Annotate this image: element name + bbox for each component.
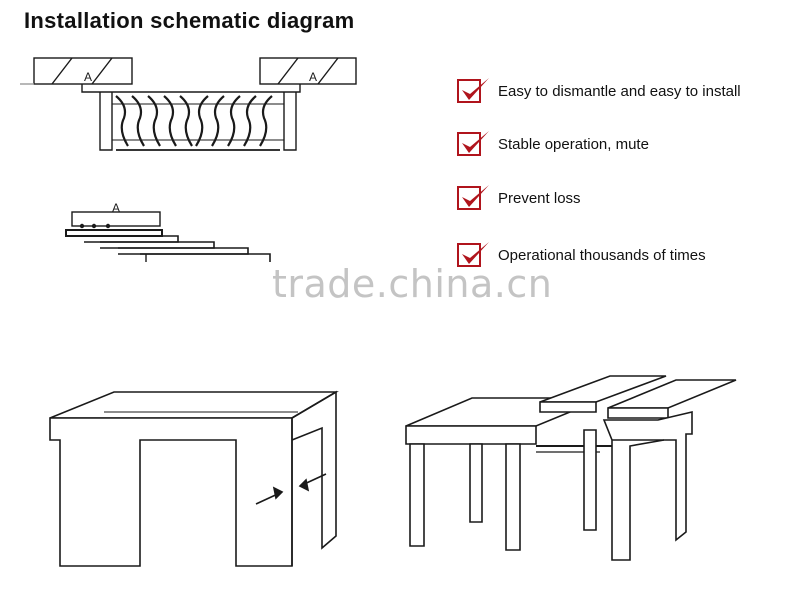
feature-item: Prevent loss (456, 181, 581, 215)
feature-label: Prevent loss (498, 189, 581, 207)
red-check-icon (457, 242, 489, 267)
feature-label: Operational thousands of times (498, 246, 706, 264)
slide-mount-label: A (112, 201, 120, 215)
feature-item: Stable operation, mute (456, 127, 649, 161)
left-mount-board (33, 57, 133, 85)
mount-left-label: A (84, 70, 92, 84)
red-check-icon (457, 78, 489, 103)
feature-label: Stable operation, mute (498, 135, 649, 153)
feature-label: Easy to dismantle and easy to install (498, 82, 741, 100)
page-title: Installation schematic diagram (24, 8, 355, 33)
feature-item: Operational thousands of times (456, 238, 706, 272)
feature-item: Easy to dismantle and easy to install (456, 74, 741, 108)
slide-mount-plate (71, 211, 161, 227)
closed-table-drawing (49, 390, 339, 567)
watermark: trade.china.cn (272, 262, 553, 306)
right-mount-board (259, 57, 357, 85)
mount-right-label: A (309, 70, 317, 84)
open-table-drawing (405, 375, 737, 561)
red-check-icon (457, 185, 489, 210)
red-check-icon (457, 131, 489, 156)
